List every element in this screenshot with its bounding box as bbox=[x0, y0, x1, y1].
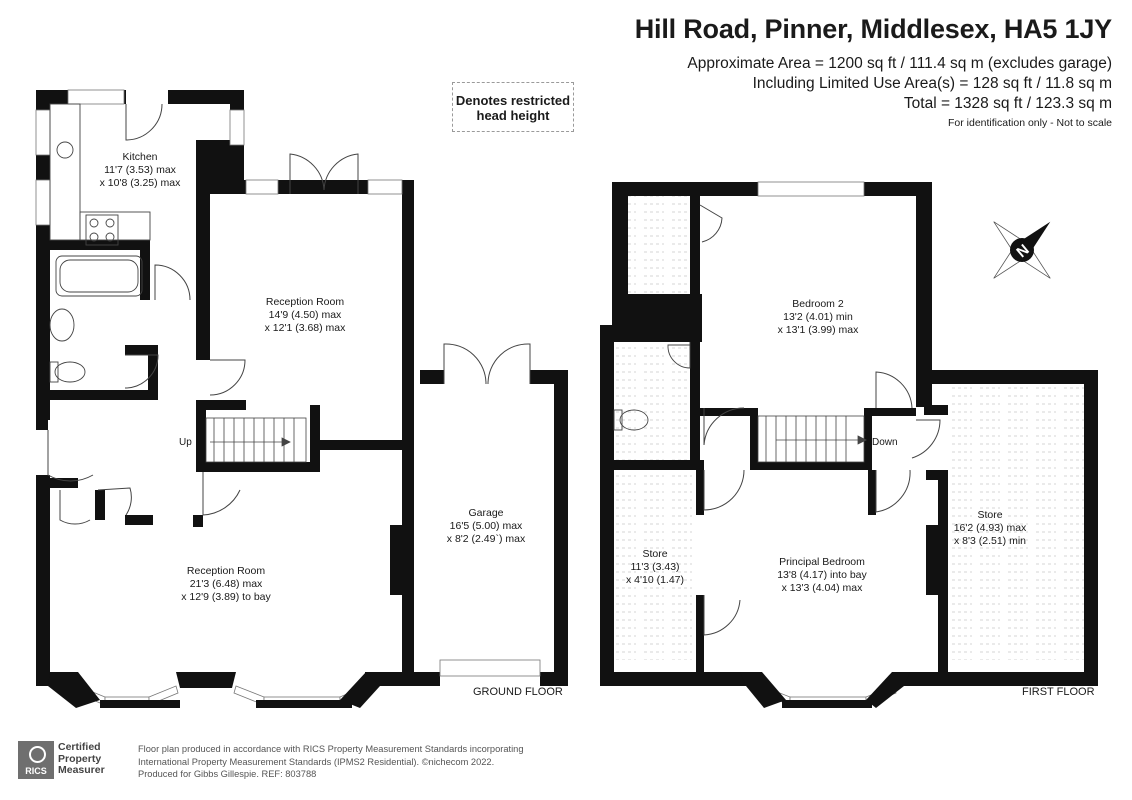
hob-icon bbox=[85, 214, 119, 246]
restricted-line-2: head height bbox=[476, 108, 550, 123]
room-label-store-right: Store 16'2 (4.93) max x 8'3 (2.51) min bbox=[953, 509, 1027, 547]
first-floor-label: FIRST FLOOR bbox=[1022, 686, 1095, 698]
approximate-area: Approximate Area = 1200 sq ft / 111.4 sq… bbox=[687, 55, 1112, 72]
restricted-height-legend: Denotes restricted head height bbox=[452, 82, 574, 132]
first-floor-plan bbox=[600, 182, 1098, 686]
footer-disclaimer: Floor plan produced in accordance with R… bbox=[138, 744, 524, 779]
restricted-line-1: Denotes restricted bbox=[455, 93, 571, 108]
room-label-store-left: Store 11'3 (3.43) x 4'10 (1.47) bbox=[625, 548, 685, 586]
address-title: Hill Road, Pinner, Middlesex, HA5 1JY bbox=[634, 14, 1112, 44]
corner-basin-icon bbox=[667, 344, 691, 369]
room-label-principal-bedroom: Principal Bedroom 13'8 (4.17) into bay x… bbox=[777, 556, 867, 594]
stairs-up-label: Up bbox=[179, 437, 192, 448]
room-label-reception-room-rear: Reception Room 14'9 (4.50) max x 12'1 (3… bbox=[264, 296, 346, 334]
rics-logo-icon: RICS bbox=[18, 741, 54, 779]
room-label-reception-room-front: Reception Room 21'3 (6.48) max x 12'9 (3… bbox=[181, 565, 271, 603]
first-stairs bbox=[757, 415, 867, 463]
toilet-icon bbox=[54, 361, 86, 383]
stairs-down-label: Down bbox=[872, 437, 898, 448]
first-floor-fixtures bbox=[613, 344, 691, 431]
kitchen-fixtures bbox=[49, 103, 151, 383]
first-floor-doors bbox=[689, 204, 941, 636]
room-label-kitchen: Kitchen 11'7 (3.53) max x 10'8 (3.25) ma… bbox=[99, 151, 181, 189]
first-floor-restricted-areas bbox=[614, 196, 1084, 660]
scale-note: For identification only - Not to scale bbox=[948, 117, 1112, 129]
room-label-bedroom-2: Bedroom 2 13'2 (4.01) min x 13'1 (3.99) … bbox=[777, 298, 859, 336]
sink-icon bbox=[56, 141, 74, 159]
ground-floor-bay-walls bbox=[48, 672, 380, 708]
wc-icon bbox=[619, 409, 649, 431]
room-label-garage: Garage 16'5 (5.00) max x 8'2 (2.49`) max bbox=[446, 507, 526, 545]
ground-stairs bbox=[205, 417, 307, 463]
ground-floor-doors bbox=[47, 103, 531, 525]
basin-icon bbox=[49, 308, 75, 342]
bath-icon bbox=[55, 255, 143, 297]
limited-use-area: Including Limited Use Area(s) = 128 sq f… bbox=[752, 75, 1112, 92]
certified-measurer-text: Certified Property Measurer bbox=[58, 741, 105, 776]
ground-floor-label: GROUND FLOOR bbox=[473, 686, 563, 698]
compass-rose-icon bbox=[993, 221, 1051, 279]
rics-badge: RICS Certified Property Measurer bbox=[18, 741, 133, 779]
first-floor-bay-walls bbox=[740, 672, 910, 708]
total-area: Total = 1328 sq ft / 123.3 sq m bbox=[903, 95, 1112, 112]
